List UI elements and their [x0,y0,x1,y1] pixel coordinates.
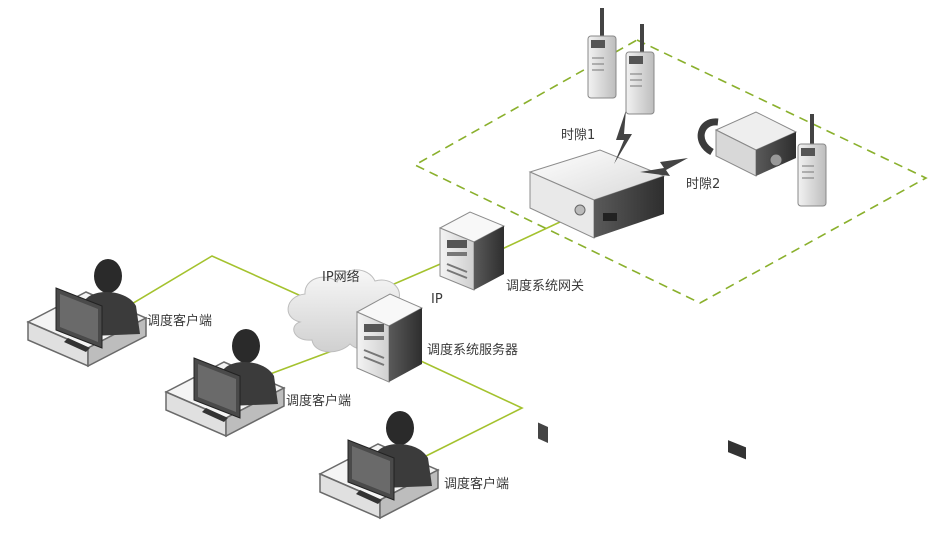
client-workstation-2 [164,329,286,438]
label-client-3: 调度客户端 [444,477,510,492]
client-workstation-3 [318,411,440,520]
link-client3-server [409,355,524,461]
label-ip: IP [431,292,443,307]
handheld-radio-1 [587,8,617,99]
repeater-device [528,149,666,443]
wireless-link-icon-1 [614,110,632,164]
label-timeslot-1: 时隙1 [561,128,596,143]
label-client-1: 调度客户端 [147,314,213,329]
mobile-radio [697,111,798,460]
gateway-server [438,211,506,291]
label-gateway: 调度系统网关 [506,279,585,294]
link-gateway-repeater [499,221,561,251]
label-server: 调度系统服务器 [427,343,519,358]
radio-zone-boundary [413,39,928,304]
link-client1-cloud [124,255,311,309]
label-client-2: 调度客户端 [286,394,352,409]
dispatch-server [355,293,424,383]
wireless-link-icon-2 [640,158,688,176]
label-timeslot-2: 时隙2 [686,177,721,192]
handheld-radio-2 [625,24,655,115]
handheld-radio-3 [797,114,827,207]
client-workstation-1 [26,259,148,368]
label-ip-network: IP网络 [322,270,360,285]
link-client2-cloud [261,347,341,378]
